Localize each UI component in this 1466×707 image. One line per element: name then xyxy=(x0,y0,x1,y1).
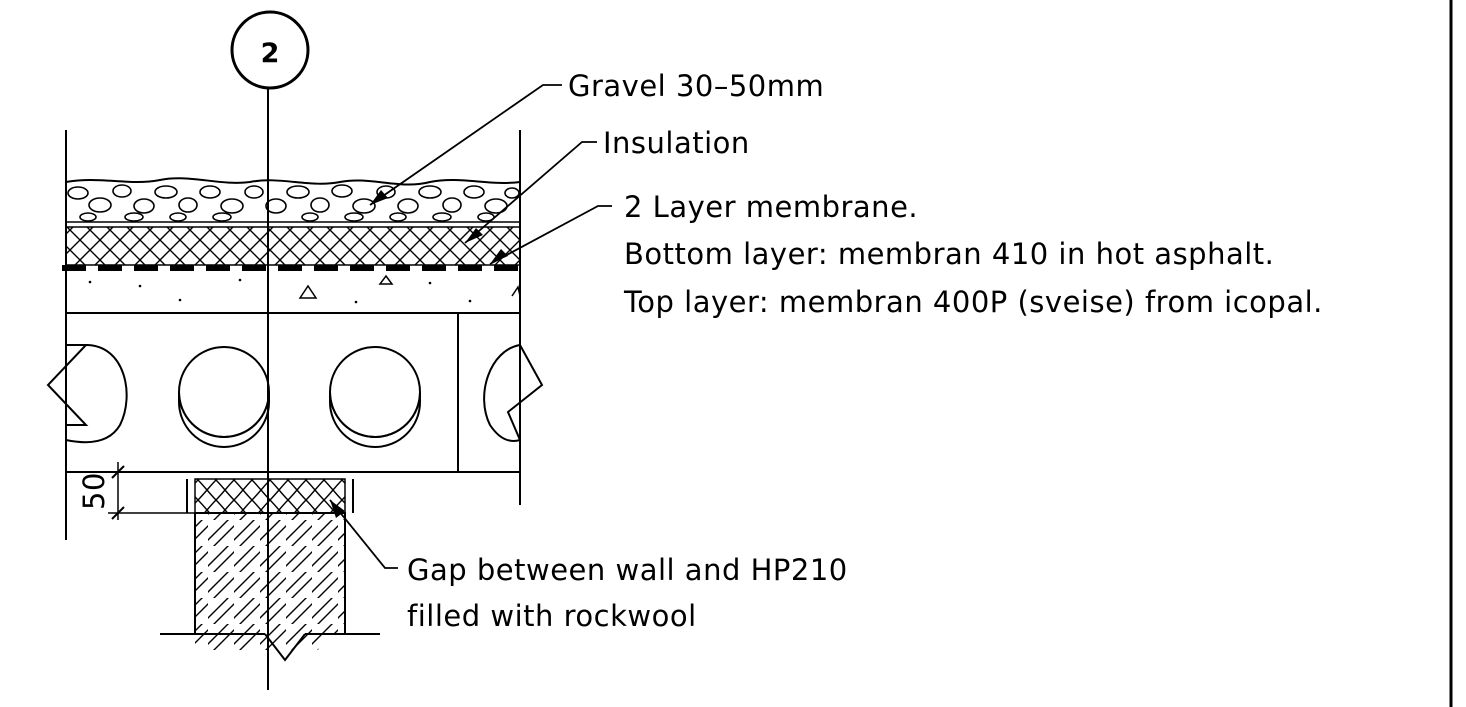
grid-bubble xyxy=(230,10,310,90)
leader-lines xyxy=(329,84,612,569)
grid-bubble-label: 2 xyxy=(261,38,280,69)
dimension-label: 50 xyxy=(77,472,111,510)
label-gravel: Gravel 30–50mm xyxy=(568,69,824,103)
label-gap-line2: filled with rockwool xyxy=(407,599,697,633)
wall xyxy=(160,479,380,662)
leader-arrows xyxy=(330,190,508,518)
label-gap-line1: Gap between wall and HP210 xyxy=(407,553,848,587)
label-membrane-top: Top layer: membran 400P (sveise) from ic… xyxy=(623,285,1323,319)
concrete-topping xyxy=(66,274,521,314)
gravel-layer xyxy=(65,177,521,223)
label-membrane-title: 2 Layer membrane. xyxy=(624,190,918,224)
label-insulation: Insulation xyxy=(603,126,750,160)
insulation-layer xyxy=(65,226,521,266)
hollow-core-slab xyxy=(46,313,544,473)
rockwool-gap xyxy=(194,478,346,514)
dimension-50: 50 xyxy=(77,462,195,520)
label-membrane-bottom: Bottom layer: membran 410 in hot asphalt… xyxy=(624,237,1274,271)
